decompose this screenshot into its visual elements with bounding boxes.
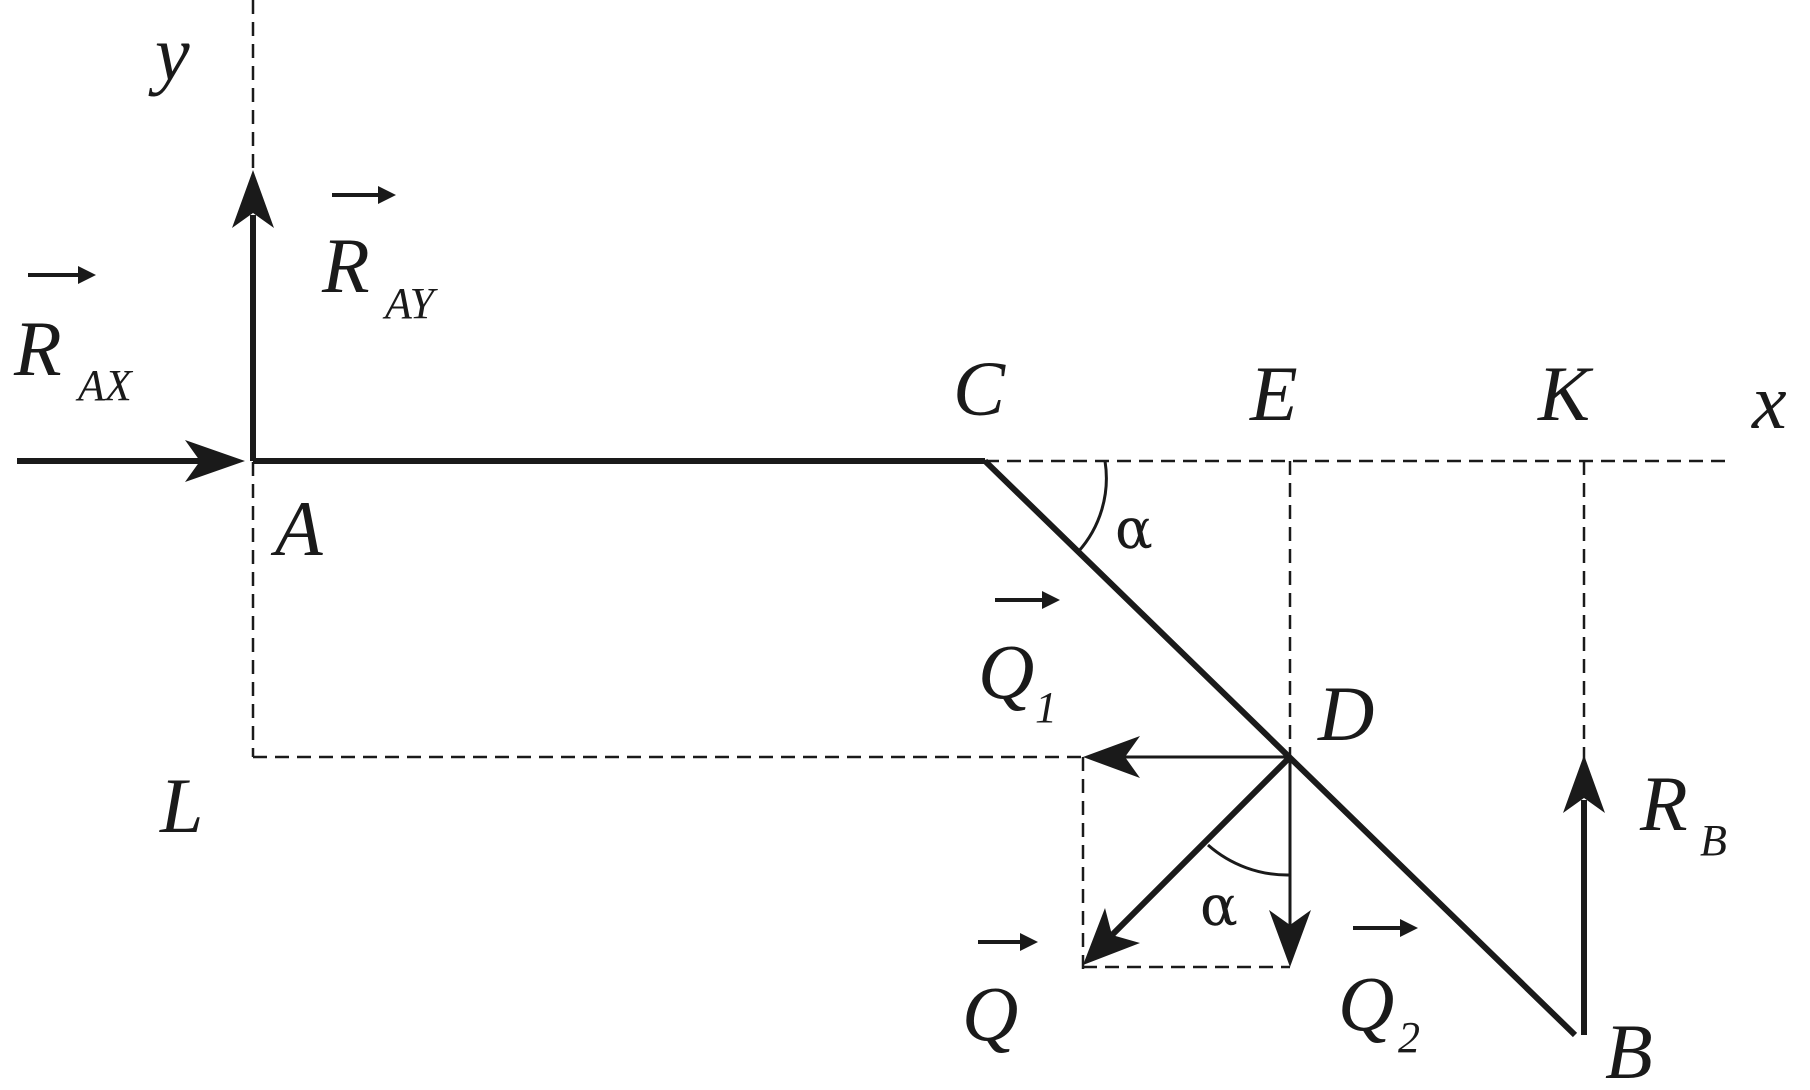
point-e-label: E xyxy=(1249,350,1298,437)
r-ax-subscript: AX xyxy=(75,361,134,410)
r-b-label: R xyxy=(1639,760,1688,847)
angle-arc-top xyxy=(1076,460,1108,554)
r-b-subscript: B xyxy=(1700,816,1727,865)
q2-subscript: 2 xyxy=(1398,1013,1420,1062)
q1-vector-mark xyxy=(995,591,1060,609)
q-arrowhead xyxy=(1083,908,1140,965)
angle-alpha-top-label: α xyxy=(1115,497,1153,562)
r-ax-label: R xyxy=(13,305,62,392)
r-b-arrowhead xyxy=(1563,755,1605,813)
r-ay-subscript: AY xyxy=(382,279,438,328)
r-ay-vector-mark xyxy=(332,186,396,204)
axis-x-label: x xyxy=(1751,358,1787,445)
angle-alpha-bottom-label: α xyxy=(1200,874,1238,939)
r-ax-vector-mark xyxy=(28,266,96,284)
point-b-label: B xyxy=(1605,1008,1653,1090)
q2-label: Q xyxy=(1338,960,1394,1047)
q2-arrowhead xyxy=(1269,910,1311,967)
point-d-label: D xyxy=(1317,670,1374,757)
q1-label: Q xyxy=(978,628,1034,715)
beam-cb xyxy=(982,458,1578,1038)
q-label: Q xyxy=(962,970,1018,1057)
angle-arc-bottom xyxy=(1207,843,1291,877)
point-l-label: L xyxy=(159,762,203,849)
r-ay-arrowhead xyxy=(232,170,274,228)
q1-arrowhead xyxy=(1083,736,1140,778)
point-c-label: C xyxy=(953,345,1006,432)
q2-vector-mark xyxy=(1353,919,1418,937)
r-ay-label: R xyxy=(321,222,370,309)
point-a-label: A xyxy=(270,485,323,572)
r-ax-arrowhead xyxy=(185,440,245,482)
q-arrow-shaft xyxy=(1109,754,1293,938)
q1-subscript: 1 xyxy=(1035,683,1057,732)
point-k-label: K xyxy=(1537,350,1594,437)
axis-y-label: y xyxy=(148,10,190,97)
q-vector-mark xyxy=(978,933,1038,951)
